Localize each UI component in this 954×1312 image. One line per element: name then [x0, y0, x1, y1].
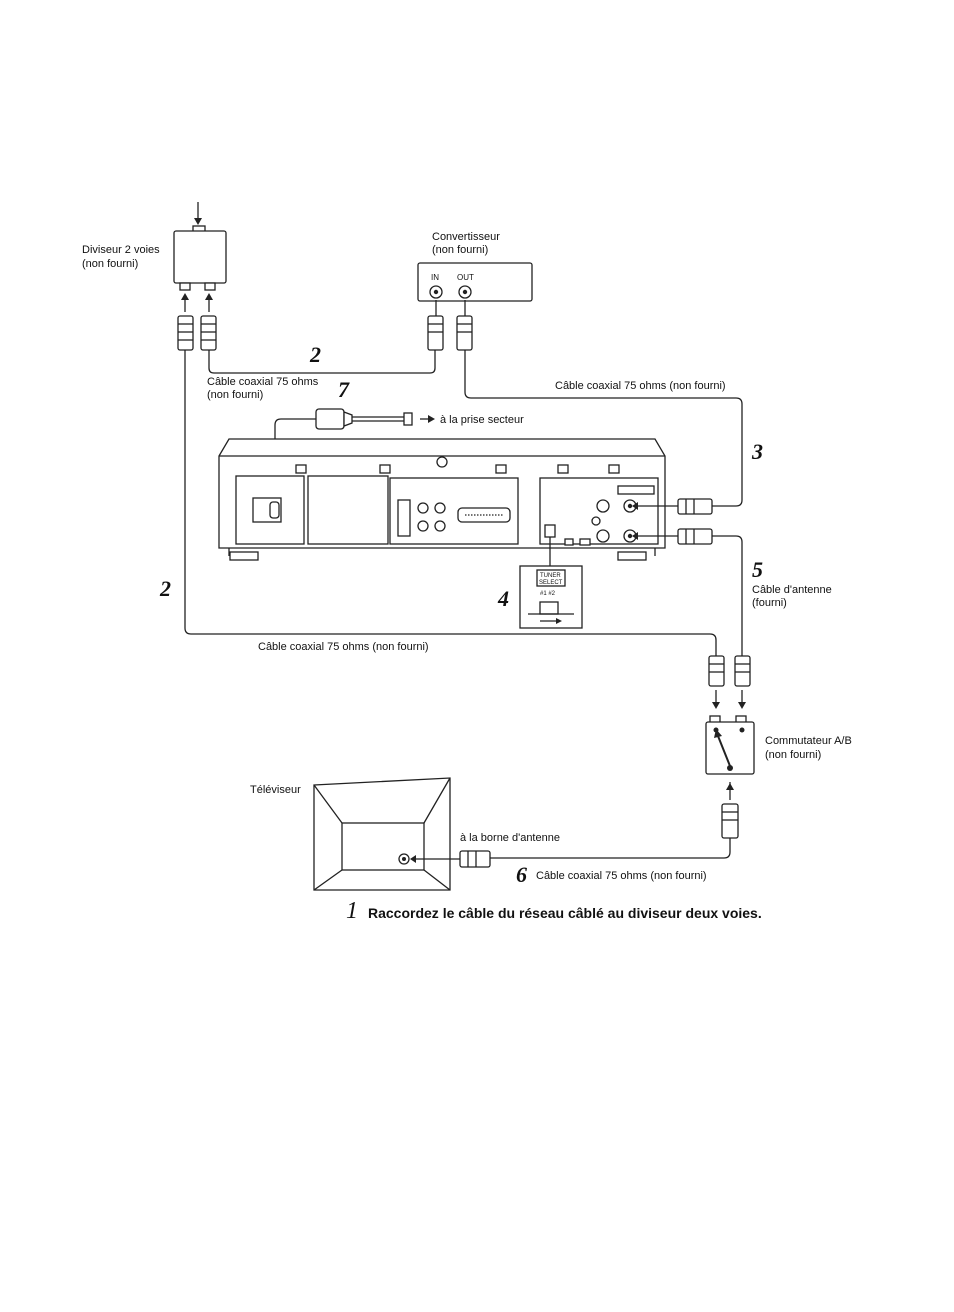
cable-vcr-to-switch [712, 535, 743, 656]
converter-in-label: IN [431, 273, 439, 282]
power-cord: à la prise secteur 7 [274, 377, 524, 497]
step-2-top-number: 2 [309, 342, 321, 367]
vcr [218, 438, 666, 561]
converter: IN OUT Convertisseur (non fourni) [417, 231, 533, 302]
tv-label: Téléviseur [250, 784, 301, 796]
splitter-label: Diviseur 2 voies [82, 244, 160, 256]
converter-out-label: OUT [457, 273, 474, 282]
cable-6-label: Câble coaxial 75 ohms (non fourni) [536, 870, 707, 882]
cable-splitter-to-converter [208, 350, 436, 374]
vcr-rf-plugs [632, 498, 713, 545]
step-2-left-number: 2 [159, 576, 171, 601]
step-7-number: 7 [338, 377, 350, 402]
step-3-number: 3 [751, 439, 763, 464]
cable-converter-to-vcr [464, 350, 743, 507]
ab-switch-label: Commutateur A/B [765, 735, 852, 747]
cable-2-left-label: Câble coaxial 75 ohms (non fourni) [258, 641, 429, 653]
ab-switch-plug-bottom [721, 782, 739, 839]
caption-text: Raccordez le câble du réseau câblé au di… [368, 905, 762, 921]
step-6-number: 6 [516, 862, 527, 887]
ab-switch: Commutateur A/B (non fourni) [705, 715, 852, 775]
splitter-plug-right [200, 315, 217, 351]
tuner-select: TUNER SELECT #1 #2 4 [497, 537, 583, 629]
cable-3-label: Câble coaxial 75 ohms (non fourni) [555, 380, 726, 392]
step-5-number: 5 [752, 557, 763, 582]
television: Téléviseur à la borne d'antenne [250, 777, 560, 891]
tv-plug [410, 850, 491, 868]
cable-5-sublabel: (fourni) [752, 597, 787, 609]
tuner-select-sublabel: SELECT [539, 580, 563, 586]
cable-5-label: Câble d'antenne [752, 584, 832, 596]
converter-label: Convertisseur [432, 231, 500, 243]
tv-antenna-label: à la borne d'antenne [460, 832, 560, 844]
cable-2-top-sublabel: (non fourni) [207, 389, 263, 401]
converter-sublabel: (non fourni) [432, 244, 488, 256]
tuner-select-label: TUNER [540, 573, 561, 579]
step-1-number: 1 [346, 898, 358, 924]
splitter-plug-left [177, 315, 194, 351]
cable-splitter-to-switch [184, 350, 717, 656]
tuner-select-options: #1 #2 [540, 591, 556, 597]
splitter-sublabel: (non fourni) [82, 258, 138, 270]
ab-switch-plugs-top [708, 655, 751, 709]
converter-plugs [427, 300, 473, 351]
splitter: Diviseur 2 voies (non fourni) [82, 202, 227, 291]
power-cord-label: à la prise secteur [440, 414, 524, 426]
cable-2-top-label: Câble coaxial 75 ohms [207, 376, 319, 388]
ab-switch-sublabel: (non fourni) [765, 749, 821, 761]
splitter-input-arrows [181, 293, 213, 312]
cable-switch-to-tv [490, 838, 731, 859]
step-4-number: 4 [497, 586, 509, 611]
